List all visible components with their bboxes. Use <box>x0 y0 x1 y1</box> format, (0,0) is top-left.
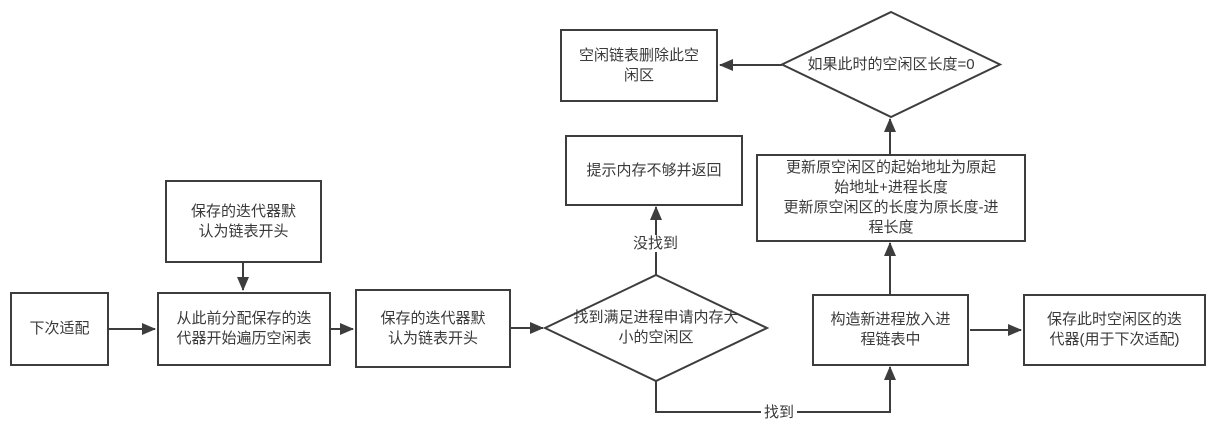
node-save-iter-for-next: 保存此时空闲区的迭 代器(用于下次适配) <box>1023 294 1206 366</box>
diamond-free-length-zero-label: 如果此时的空闲区长度=0 <box>771 54 1011 76</box>
node-saved-iter-default-mid: 保存的迭代器默 认为链表开头 <box>355 289 511 368</box>
diamond-found-free-area-label: 找到满足进程申请内存大 小的空闲区 <box>546 307 766 349</box>
node-traverse-from-saved: 从此前分配保存的迭 代器开始遍历空闲表 <box>157 292 331 366</box>
node-not-enough-memory: 提示内存不够并返回 <box>565 135 743 206</box>
node-update-free-area: 更新原空闲区的起始地址为原起 始地址+进程长度 更新原空闲区的长度为原长度-进 … <box>756 154 1026 242</box>
node-traverse-from-saved-label: 从此前分配保存的迭 代器开始遍历空闲表 <box>176 310 312 347</box>
node-saved-iter-default-top: 保存的迭代器默 认为链表开头 <box>165 180 322 263</box>
edge-label-not-found: 没找到 <box>630 235 682 252</box>
node-saved-iter-default-mid-label: 保存的迭代器默 认为链表开头 <box>380 309 486 347</box>
diamond-free-length-zero-text: 如果此时的空闲区长度=0 <box>807 56 975 73</box>
node-new-process: 构造新进程放入进 程链表中 <box>812 294 969 366</box>
node-save-iter-for-next-label: 保存此时空闲区的迭 代器(用于下次适配) <box>1046 311 1182 348</box>
node-delete-free-area: 空闲链表删除此空 闲区 <box>560 29 718 102</box>
node-saved-iter-default-top-label: 保存的迭代器默 认为链表开头 <box>190 202 296 240</box>
diamond-found-free-area-shape <box>542 273 770 383</box>
node-update-free-area-label: 更新原空闲区的起始地址为原起 始地址+进程长度 更新原空闲区的长度为原长度-进 … <box>783 159 999 236</box>
node-new-process-label: 构造新进程放入进 程链表中 <box>830 311 951 348</box>
node-next-fit-label: 下次适配 <box>29 320 90 337</box>
diamond-found-free-area-text: 找到满足进程申请内存大 小的空闲区 <box>573 309 739 346</box>
node-not-enough-memory-label: 提示内存不够并返回 <box>586 161 722 179</box>
edge-label-found: 找到 <box>761 404 798 421</box>
node-delete-free-area-label: 空闲链表删除此空 闲区 <box>578 46 699 84</box>
diamond-free-length-zero-shape <box>779 10 1003 119</box>
node-next-fit: 下次适配 <box>10 292 109 366</box>
